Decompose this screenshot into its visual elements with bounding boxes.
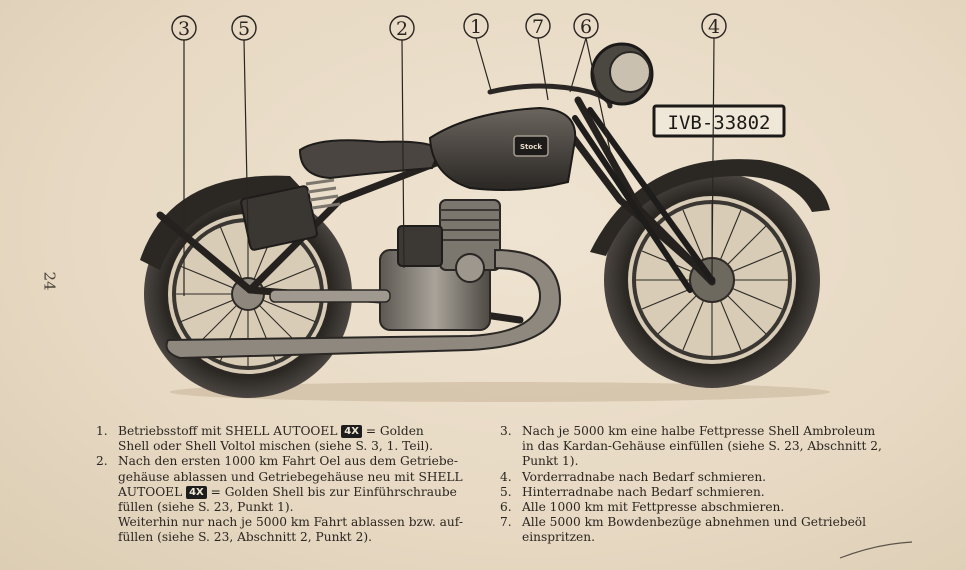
captions-right-column: 3. Nach je 5000 km eine halbe Fettpresse… xyxy=(500,424,900,546)
svg-text:1: 1 xyxy=(470,16,482,38)
shell-4x-logo: 4X xyxy=(341,425,362,438)
engine xyxy=(379,199,501,331)
ground-shadow xyxy=(170,382,830,402)
callout-1: 1 xyxy=(463,13,489,39)
callout-7: 7 xyxy=(525,13,551,39)
svg-text:4: 4 xyxy=(708,16,720,38)
exhaust-pipe xyxy=(165,248,562,360)
motorcycle-illustration: Stock xyxy=(140,13,830,402)
saddle xyxy=(298,139,442,180)
svg-text:IVB-33802: IVB-33802 xyxy=(668,112,771,134)
svg-text:6: 6 xyxy=(580,16,592,38)
saddle-springs xyxy=(305,178,341,210)
svg-text:2: 2 xyxy=(396,18,408,40)
caption-item-4: 4. Vorderradnabe nach Bedarf schmieren. xyxy=(500,469,767,484)
callout-3: 3 xyxy=(171,15,197,41)
callout-6: 6 xyxy=(573,13,599,39)
toolbox xyxy=(240,185,318,251)
captions-left-column: 1. Betriebsstoff mit SHELL AUTOOEL 4X = … xyxy=(96,424,476,546)
license-plate: IVB-33802 xyxy=(652,104,786,138)
front-fender xyxy=(590,159,830,256)
caption-item-5: 5. Hinterradnabe nach Bedarf schmieren. xyxy=(500,484,765,499)
caption-item-2: 2. Nach den ersten 1000 km Fahrt Oel aus… xyxy=(96,454,463,515)
drive-shaft xyxy=(269,289,391,303)
tank-badge xyxy=(513,135,549,157)
callout-leaders xyxy=(183,37,715,296)
svg-text:7: 7 xyxy=(532,16,544,38)
pencil-stroke xyxy=(839,541,913,559)
svg-text:Stock: Stock xyxy=(520,143,542,151)
caption-item-7: 7. Alle 5000 km Bowdenbezüge abnehmen un… xyxy=(500,515,867,545)
callout-5: 5 xyxy=(231,15,257,41)
shell-4x-logo: 4X xyxy=(186,485,207,499)
handlebar xyxy=(487,83,613,109)
caption-item-3: 3. Nach je 5000 km eine halbe Fettpresse… xyxy=(500,424,882,469)
caption-item-1: 1. Betriebsstoff mit SHELL AUTOOEL 4X = … xyxy=(96,424,433,454)
callout-4: 4 xyxy=(701,13,727,39)
svg-text:3: 3 xyxy=(178,18,190,40)
callout-2: 2 xyxy=(389,15,415,41)
caption-item-6: 6. Alle 1000 km mit Fettpresse abschmier… xyxy=(500,500,785,515)
front-fork xyxy=(572,107,715,293)
caption-item-2-continued: Weiterhin nur nach je 5000 km Fahrt abla… xyxy=(118,515,463,545)
headlamp xyxy=(590,42,654,106)
svg-text:5: 5 xyxy=(238,18,250,40)
fuel-tank xyxy=(428,106,577,191)
